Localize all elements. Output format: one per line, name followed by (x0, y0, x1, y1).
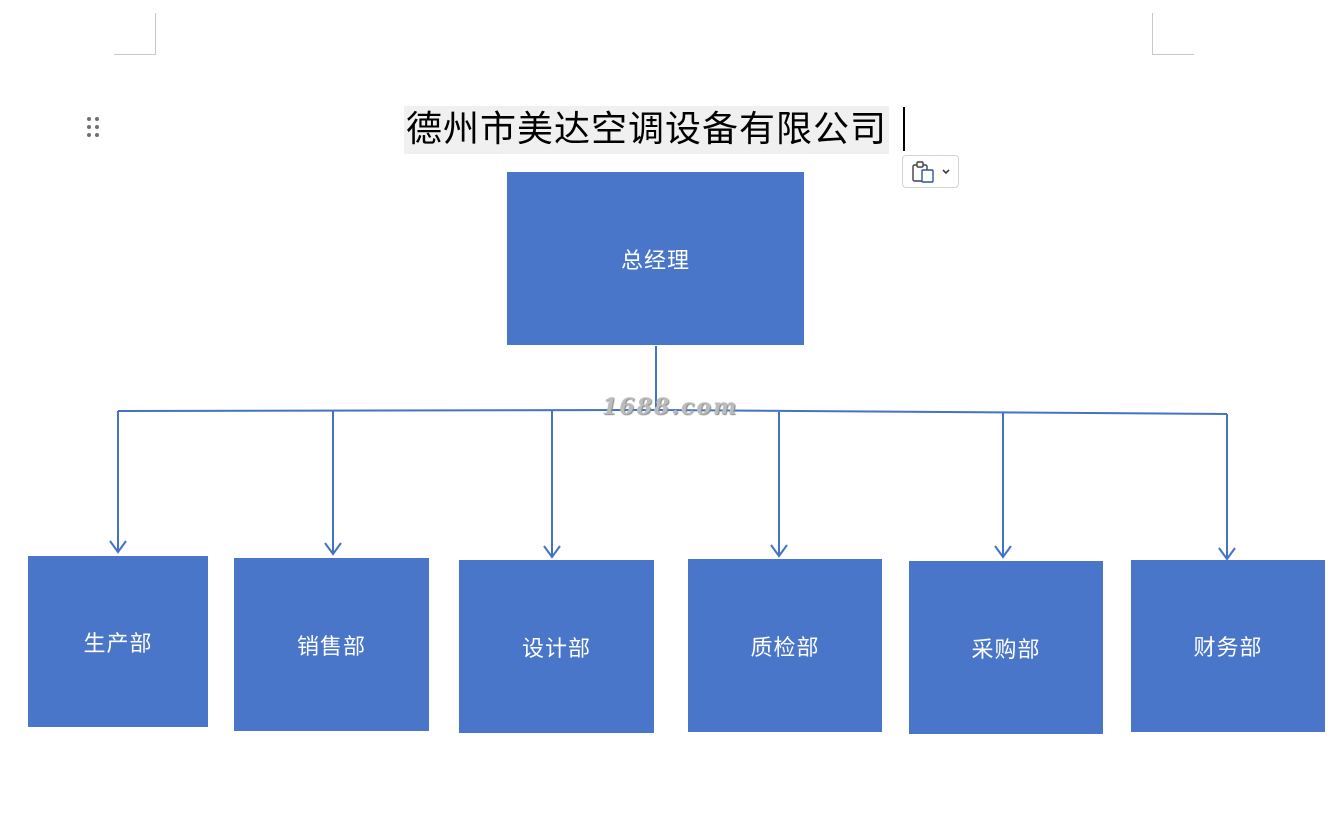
paste-options-button[interactable] (902, 155, 959, 188)
org-box-label: 生产部 (83, 631, 153, 657)
org-box-department[interactable]: 财务部 (1131, 560, 1325, 732)
document-title[interactable]: 德州市美达空调设备有限公司 (404, 106, 890, 154)
connector-to-质检部 (770, 412, 788, 558)
page-margin-corner-right (1152, 13, 1194, 55)
org-box-department[interactable]: 质检部 (688, 559, 882, 732)
org-box-department[interactable]: 销售部 (234, 558, 429, 731)
watermark: 1688.com (602, 394, 739, 420)
org-box-department[interactable]: 设计部 (459, 560, 654, 733)
org-box-department[interactable]: 生产部 (28, 556, 208, 727)
chevron-down-icon (941, 168, 950, 174)
connector-to-采购部 (994, 413, 1012, 559)
drag-handle-icon[interactable] (87, 117, 101, 141)
connector-to-财务部 (1218, 414, 1236, 561)
org-box-label: 财务部 (1193, 636, 1263, 661)
org-box-root[interactable]: 总经理 (507, 172, 804, 345)
org-box-department[interactable]: 采购部 (909, 561, 1103, 734)
org-box-label: 采购部 (971, 637, 1041, 663)
text-cursor (903, 107, 905, 151)
clipboard-icon (911, 160, 934, 183)
org-box-label: 质检部 (750, 635, 820, 661)
page-margin-corner-left (114, 13, 156, 55)
connector-to-生产部 (109, 411, 127, 554)
org-box-label: 总经理 (620, 248, 690, 274)
connector-to-销售部 (324, 411, 342, 556)
org-box-label: 销售部 (296, 634, 366, 660)
org-box-label: 设计部 (521, 636, 591, 662)
connector-to-设计部 (543, 411, 561, 559)
